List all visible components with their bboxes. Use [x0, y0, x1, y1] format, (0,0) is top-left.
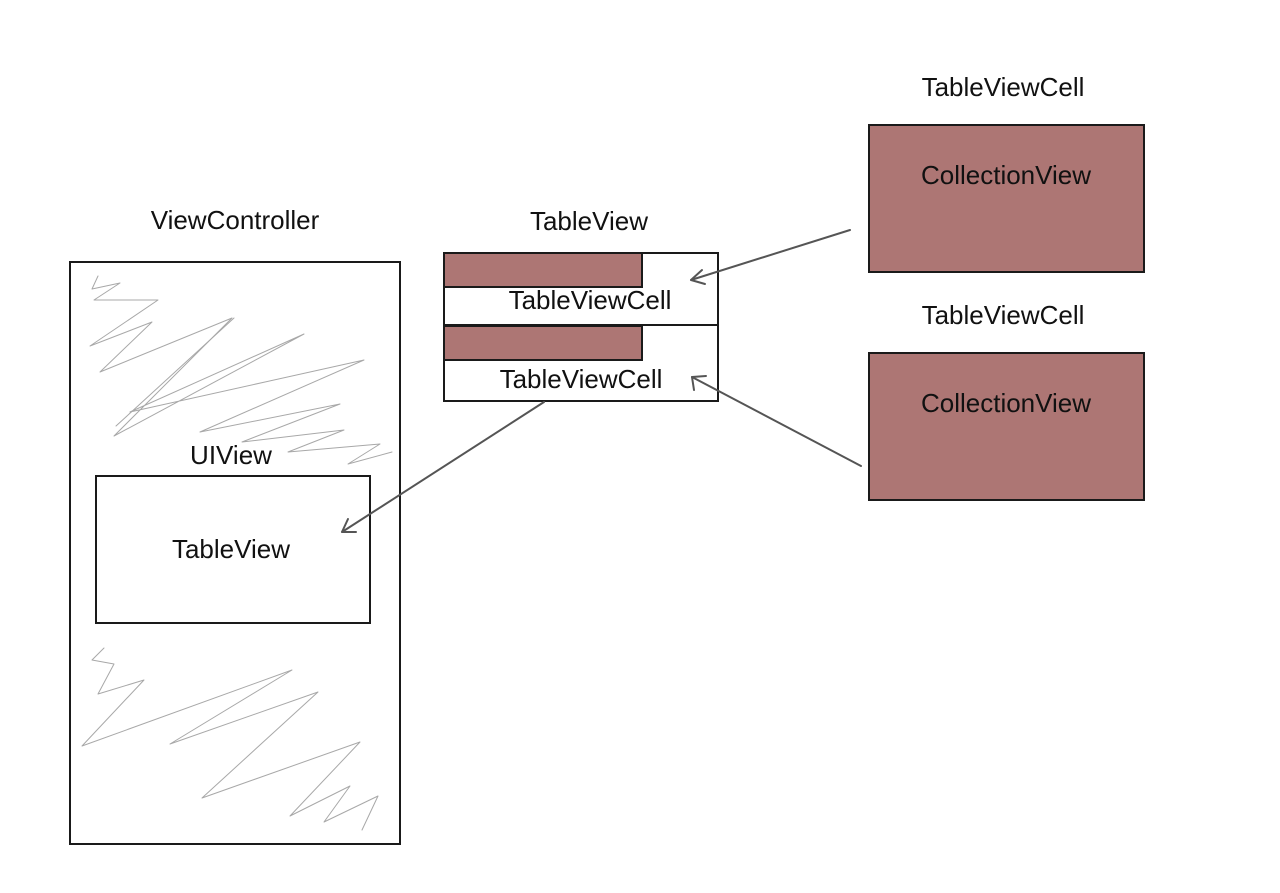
table-cell-2-label: TableViewCell: [499, 364, 663, 394]
uiview-box: [95, 475, 371, 624]
cell-detail-1-content-label: CollectionView: [920, 160, 1092, 190]
table-cell-1-collection-strip: [443, 252, 643, 288]
table-cell-2-collection-strip: [443, 325, 643, 361]
view-controller-title: ViewController: [150, 205, 320, 235]
table-view-title: TableView: [529, 206, 649, 236]
cell-detail-1-title: TableViewCell: [921, 72, 1085, 102]
cell-detail-2-content-label: CollectionView: [920, 388, 1092, 418]
table-cell-1-label: TableViewCell: [508, 285, 672, 315]
cell-detail-2-collection-view: [868, 352, 1145, 501]
cell-detail-2-title: TableViewCell: [921, 300, 1085, 330]
uiview-tableview-label: TableView: [171, 534, 291, 564]
cell-detail-1-collection-view: [868, 124, 1145, 273]
uiview-label: UIView: [190, 440, 272, 470]
